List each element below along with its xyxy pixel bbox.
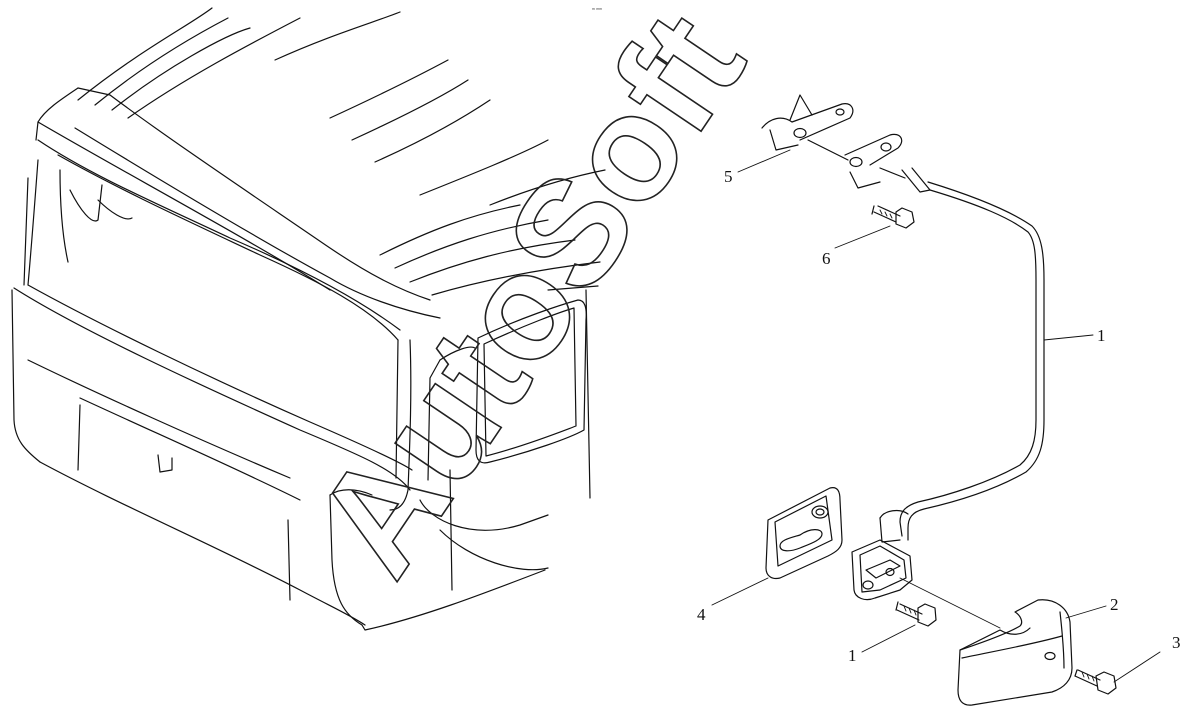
bolt-lower: [895, 601, 937, 627]
step-buffer: [957, 599, 1073, 706]
corner-mark: ᵐ ᵐᵐ: [592, 7, 602, 13]
lower-hinge-block: [851, 539, 1001, 629]
leader-2: [1065, 605, 1107, 619]
callout-label-6: 6: [822, 249, 831, 268]
leader-3: [1113, 651, 1161, 683]
callout-label-1-top: 1: [1097, 326, 1106, 345]
callout-label-1-bottom: 1: [848, 646, 857, 665]
callout-label-3: 3: [1172, 633, 1181, 652]
truck-cab: [11, 7, 606, 631]
support-rod: [879, 181, 1045, 543]
bolt-step: [1074, 669, 1117, 695]
bolt-upper: [871, 205, 915, 229]
leader-4: [711, 577, 769, 606]
leader-5: [737, 149, 791, 173]
leader-6: [834, 225, 891, 249]
leader-1-bottom: [861, 624, 916, 653]
upper-hinge-bracket: [761, 94, 931, 193]
callout-label-4: 4: [697, 605, 706, 624]
callout-label-2: 2: [1110, 595, 1119, 614]
callout-label-5: 5: [724, 167, 733, 186]
cover-plate: [765, 487, 843, 580]
leader-1-top: [1043, 334, 1094, 341]
